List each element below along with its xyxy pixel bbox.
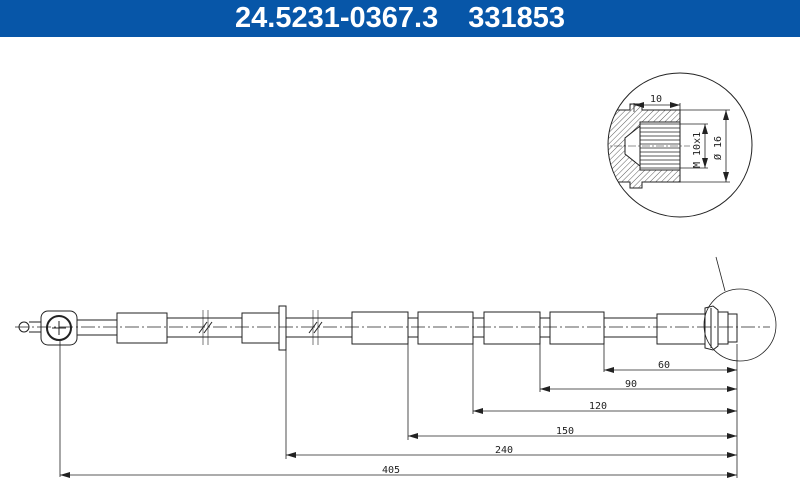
dim-60: 60 (658, 360, 670, 371)
part-number: 24.5231-0367.3 (235, 2, 439, 34)
eye-tab (18, 321, 30, 333)
title-bar: 24.5231-0367.3 331853 (0, 0, 800, 37)
detail-width-label: 10 (650, 94, 662, 105)
dim-120: 120 (589, 401, 607, 412)
dim-150: 150 (556, 426, 574, 437)
detail-callout-circle (703, 288, 777, 362)
dim-405: 405 (382, 465, 400, 476)
dimension-lines (59, 340, 738, 478)
reference-number: 331853 (468, 2, 565, 34)
dim-90: 90 (625, 379, 637, 390)
thread-label: M 10x1 (692, 132, 703, 168)
diameter-label: Ø 16 (712, 136, 724, 160)
hose-assembly (15, 256, 777, 362)
banjo-eye (40, 310, 78, 346)
detail-view: 10 M 10x1 Ø 16 (607, 72, 753, 218)
dim-240: 240 (495, 445, 513, 456)
